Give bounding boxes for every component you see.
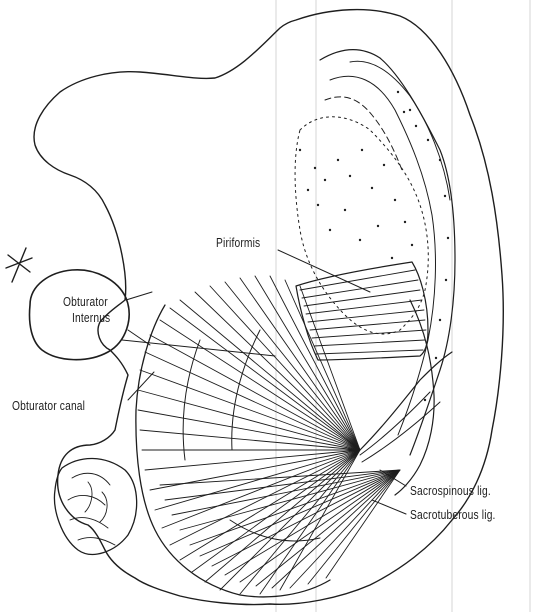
label-obturator-canal: Obturator canal — [12, 400, 85, 413]
label-obturator-internus-line1: Obturator — [63, 296, 108, 309]
sacrotuberous-leader — [372, 500, 406, 514]
levator-fan — [138, 276, 360, 594]
label-sacrotuberous-ligament: Sacrotuberous lig. — [410, 509, 496, 522]
sacral-band — [350, 61, 450, 200]
fan-inner-arc-3 — [230, 520, 320, 541]
label-piriformis: Piriformis — [216, 237, 260, 250]
obturator-connector — [126, 292, 152, 345]
sacral-dashed-region — [325, 97, 402, 170]
pubic-bone-outline — [54, 458, 136, 554]
sacrotuberous-fan — [160, 470, 400, 588]
sacrospinous-ligament — [360, 352, 452, 450]
asterisk-marker — [6, 248, 32, 282]
pubic-bone-texture — [68, 473, 115, 545]
obturator-canal-leader — [128, 372, 154, 400]
piriformis-muscle — [300, 270, 426, 354]
speckle-texture — [299, 91, 449, 401]
label-obturator-internus-line2: Internus — [72, 312, 110, 325]
fan-inner-arc-2 — [232, 330, 260, 450]
label-sacrospinous-ligament: Sacrospinous lig. — [410, 485, 491, 498]
sacrum-outline — [320, 50, 455, 455]
